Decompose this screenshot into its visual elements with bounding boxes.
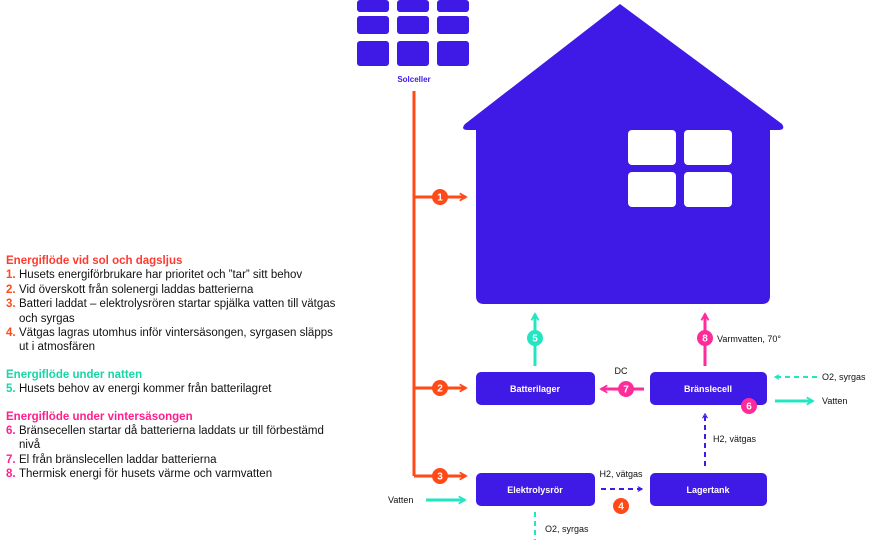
fuelcell-label: Bränslecell [684, 384, 732, 394]
marker-7: 7 [618, 381, 634, 397]
svg-text:1: 1 [437, 193, 443, 204]
legend-item-number: 1. [6, 269, 16, 282]
legend-item-number: 5. [6, 383, 16, 396]
legend-section-title: Energiflöde under natten [6, 368, 143, 381]
h2-right-label: H2, vätgas [599, 469, 643, 479]
water-out-label: Vatten [822, 396, 847, 406]
legend-item: 2.Vid överskott från solenergi laddas ba… [6, 283, 336, 297]
legend-section-title: Energiflöde under vintersäsongen [6, 410, 193, 423]
warm-water-label: Varmvatten, 70° [717, 334, 781, 344]
legend-item: 6.Bränsecellen startar då batterierna la… [6, 424, 336, 453]
solar-label: Solceller [397, 75, 430, 84]
legend-item-text: Husets behov av energi kommer från batte… [19, 383, 272, 396]
marker-5: 5 [527, 330, 543, 346]
house-shape [463, 4, 784, 304]
solar-panel [357, 0, 469, 66]
svg-text:4: 4 [618, 502, 624, 513]
marker-1: 1 [432, 189, 448, 205]
legend-item-text: Bränsecellen startar då batterierna ladd… [19, 425, 324, 452]
legend-item-number: 2. [6, 283, 16, 296]
legend-section-title: Energiflöde vid sol och dagsljus [6, 255, 183, 267]
legend-item-text: El från bränslecellen laddar batterierna [19, 453, 217, 466]
legend-item-text: Husets energiförbrukare har prioritet oc… [19, 269, 303, 282]
battery-box: Batterilager [476, 372, 595, 405]
tank-label: Lagertank [686, 485, 730, 495]
legend-item: 7.El från bränslecellen laddar batterier… [6, 453, 336, 467]
electrolysis-box: Elektrolysrör [476, 473, 595, 506]
legend-item-number: 8. [6, 468, 16, 481]
marker-4: 4 [613, 498, 629, 514]
o2-out-label: O2, syrgas [545, 524, 589, 534]
marker-6: 6 [741, 398, 757, 414]
svg-text:2: 2 [437, 384, 443, 395]
legend-item-number: 4. [6, 327, 16, 340]
legend-item-text: Batteri laddat – elektrolysrören startar… [19, 298, 336, 325]
h2-up-label: H2, vätgas [713, 434, 757, 444]
house-window [628, 130, 732, 207]
svg-text:5: 5 [532, 334, 538, 345]
legend-item-number: 7. [6, 453, 16, 466]
legend-item: 1.Husets energiförbrukare har prioritet … [6, 268, 336, 282]
o2-in-label: O2, syrgas [822, 372, 866, 382]
legend-item-text: Thermisk energi för husets värme och var… [19, 468, 273, 481]
legend-item-text: Vätgas lagras utomhus inför vintersäsong… [19, 327, 333, 354]
legend-item-number: 3. [6, 298, 16, 311]
electrolysis-label: Elektrolysrör [507, 485, 563, 495]
marker-8: 8 [697, 330, 713, 346]
svg-text:8: 8 [702, 334, 708, 345]
marker-2: 2 [432, 380, 448, 396]
svg-text:7: 7 [623, 385, 629, 396]
fuelcell-box: Bränslecell [650, 372, 767, 405]
legend-item: 3.Batteri laddat – elektrolysrören start… [6, 297, 336, 326]
battery-label: Batterilager [510, 384, 561, 394]
water-in-label: Vatten [388, 495, 413, 505]
dc-label: DC [615, 366, 628, 376]
marker-3: 3 [432, 468, 448, 484]
legend-item: 4.Vätgas lagras utomhus inför vintersäso… [6, 326, 336, 355]
tank-box: Lagertank [650, 473, 767, 506]
legend-item-number: 6. [6, 425, 16, 438]
svg-text:6: 6 [746, 402, 752, 413]
svg-text:3: 3 [437, 472, 443, 483]
legend-item: 8.Thermisk energi för husets värme och v… [6, 467, 336, 481]
legend-item-text: Vid överskott från solenergi laddas batt… [19, 283, 254, 296]
legend-item: 5.Husets behov av energi kommer från bat… [6, 382, 336, 396]
